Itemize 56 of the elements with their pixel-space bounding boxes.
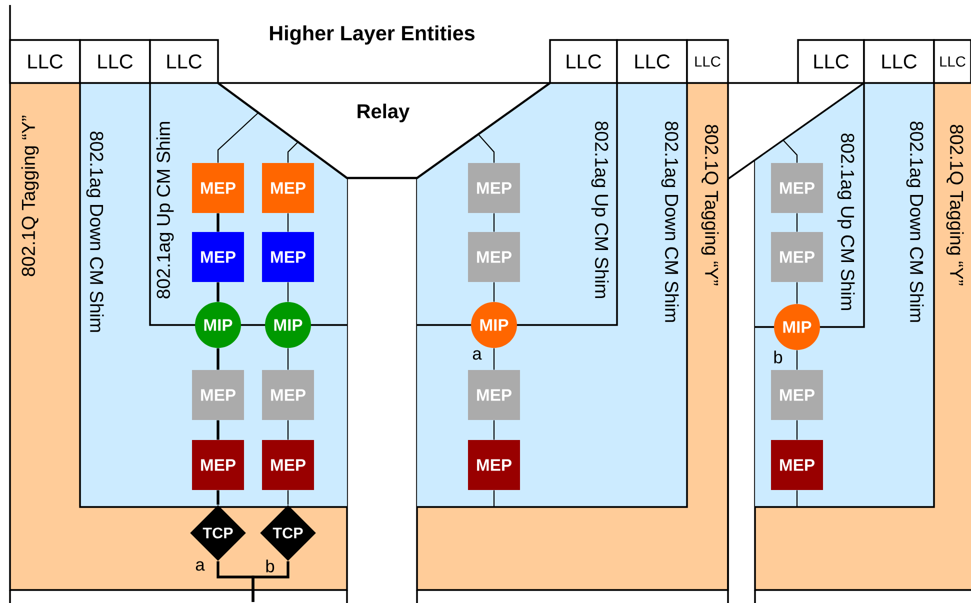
connector-line bbox=[287, 282, 289, 302]
connector-line bbox=[493, 420, 495, 440]
connector-line bbox=[287, 348, 289, 370]
connector-line bbox=[796, 282, 798, 304]
mep-box: MEP bbox=[262, 163, 314, 213]
mep-box: MEP bbox=[468, 163, 520, 213]
connector-line bbox=[478, 134, 495, 163]
relay-region: Relay bbox=[217, 82, 551, 180]
node-label: a bbox=[472, 350, 482, 360]
connector-line bbox=[216, 282, 220, 302]
connector-line bbox=[493, 490, 495, 507]
connector-line bbox=[796, 420, 798, 440]
mep-box: MEP bbox=[468, 440, 520, 490]
connector-line bbox=[216, 348, 220, 370]
mep-box: MEP bbox=[262, 370, 314, 420]
heading: Higher Layer Entities bbox=[270, 25, 474, 45]
mep-box: MEP bbox=[192, 232, 244, 282]
mep-box: MEP bbox=[771, 370, 823, 420]
mep-box: MEP bbox=[771, 163, 823, 213]
connector-line bbox=[252, 561, 290, 602]
connector-line bbox=[782, 140, 798, 163]
llc-box: LLC bbox=[149, 39, 219, 84]
llc-box: LLC bbox=[686, 39, 729, 84]
llc-box: LLC bbox=[797, 39, 865, 84]
connector-line bbox=[287, 490, 289, 505]
connector-line bbox=[796, 350, 798, 370]
connector-line bbox=[287, 420, 289, 440]
llc-box: LLC bbox=[79, 39, 151, 84]
connector-line bbox=[287, 213, 289, 232]
mep-box: MEP bbox=[468, 232, 520, 282]
connector-line bbox=[216, 213, 220, 232]
connector-line bbox=[287, 142, 298, 163]
mep-box: MEP bbox=[771, 440, 823, 490]
connector-line bbox=[216, 420, 220, 440]
mep-box: MEP bbox=[192, 440, 244, 490]
connector-line bbox=[796, 490, 798, 507]
node-label: b bbox=[774, 350, 782, 364]
connector-line bbox=[493, 348, 495, 370]
connector-line bbox=[216, 490, 220, 505]
connector-line bbox=[217, 112, 258, 163]
mep-box: MEP bbox=[192, 163, 244, 213]
connector-line bbox=[493, 282, 495, 302]
llc-box: LLC bbox=[933, 39, 971, 84]
connector-line bbox=[796, 213, 798, 232]
mep-box: MEP bbox=[192, 370, 244, 420]
llc-box: LLC bbox=[549, 39, 618, 84]
llc-box: LLC bbox=[616, 39, 688, 84]
mep-box: MEP bbox=[262, 232, 314, 282]
node-label: b bbox=[266, 560, 274, 572]
mep-box: MEP bbox=[468, 370, 520, 420]
mep-box: MEP bbox=[262, 440, 314, 490]
connector-line bbox=[493, 213, 495, 232]
llc-box: LLC bbox=[863, 39, 935, 84]
mep-box: MEP bbox=[771, 232, 823, 282]
llc-box: LLC bbox=[9, 39, 81, 84]
node-label: a bbox=[196, 561, 205, 571]
